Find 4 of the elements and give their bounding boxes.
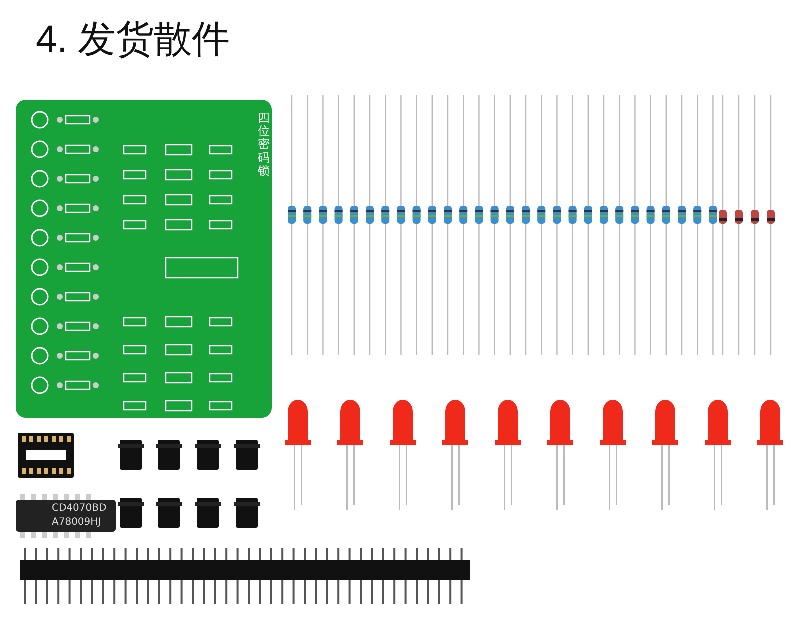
board-title: 四位密码锁 [258,112,270,178]
chip-marking: A78009HJ [52,517,102,528]
title: 4. 发货散件 [36,18,230,63]
chip-marking: CD4070BD [52,503,107,514]
